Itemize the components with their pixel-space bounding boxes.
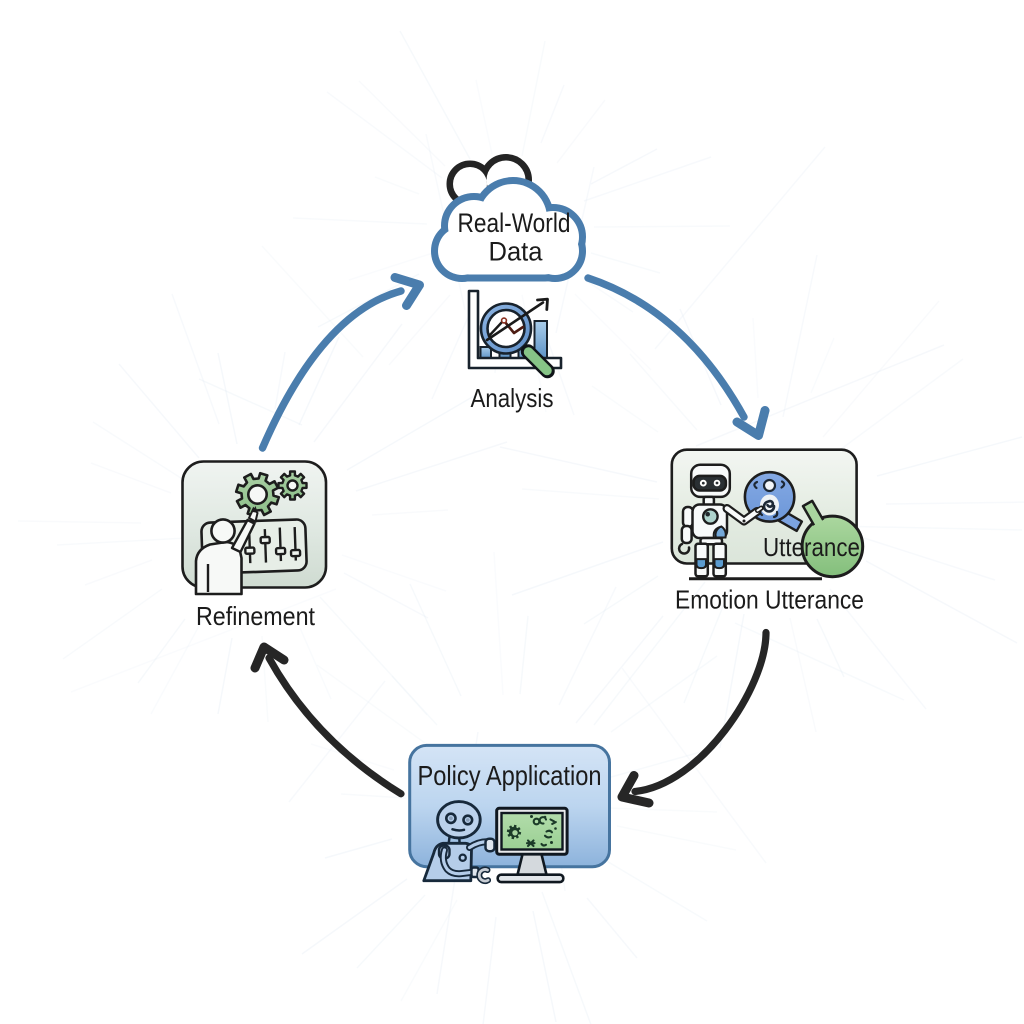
- svg-text:Policy Application: Policy Application: [418, 760, 602, 791]
- svg-text:Utterance: Utterance: [763, 532, 860, 562]
- svg-text:Data: Data: [489, 237, 544, 267]
- svg-text:Analysis: Analysis: [471, 383, 554, 413]
- svg-text:Emotion Utterance: Emotion Utterance: [675, 585, 864, 615]
- svg-text:Refinement: Refinement: [196, 601, 316, 631]
- svg-text:Real-World: Real-World: [458, 208, 571, 238]
